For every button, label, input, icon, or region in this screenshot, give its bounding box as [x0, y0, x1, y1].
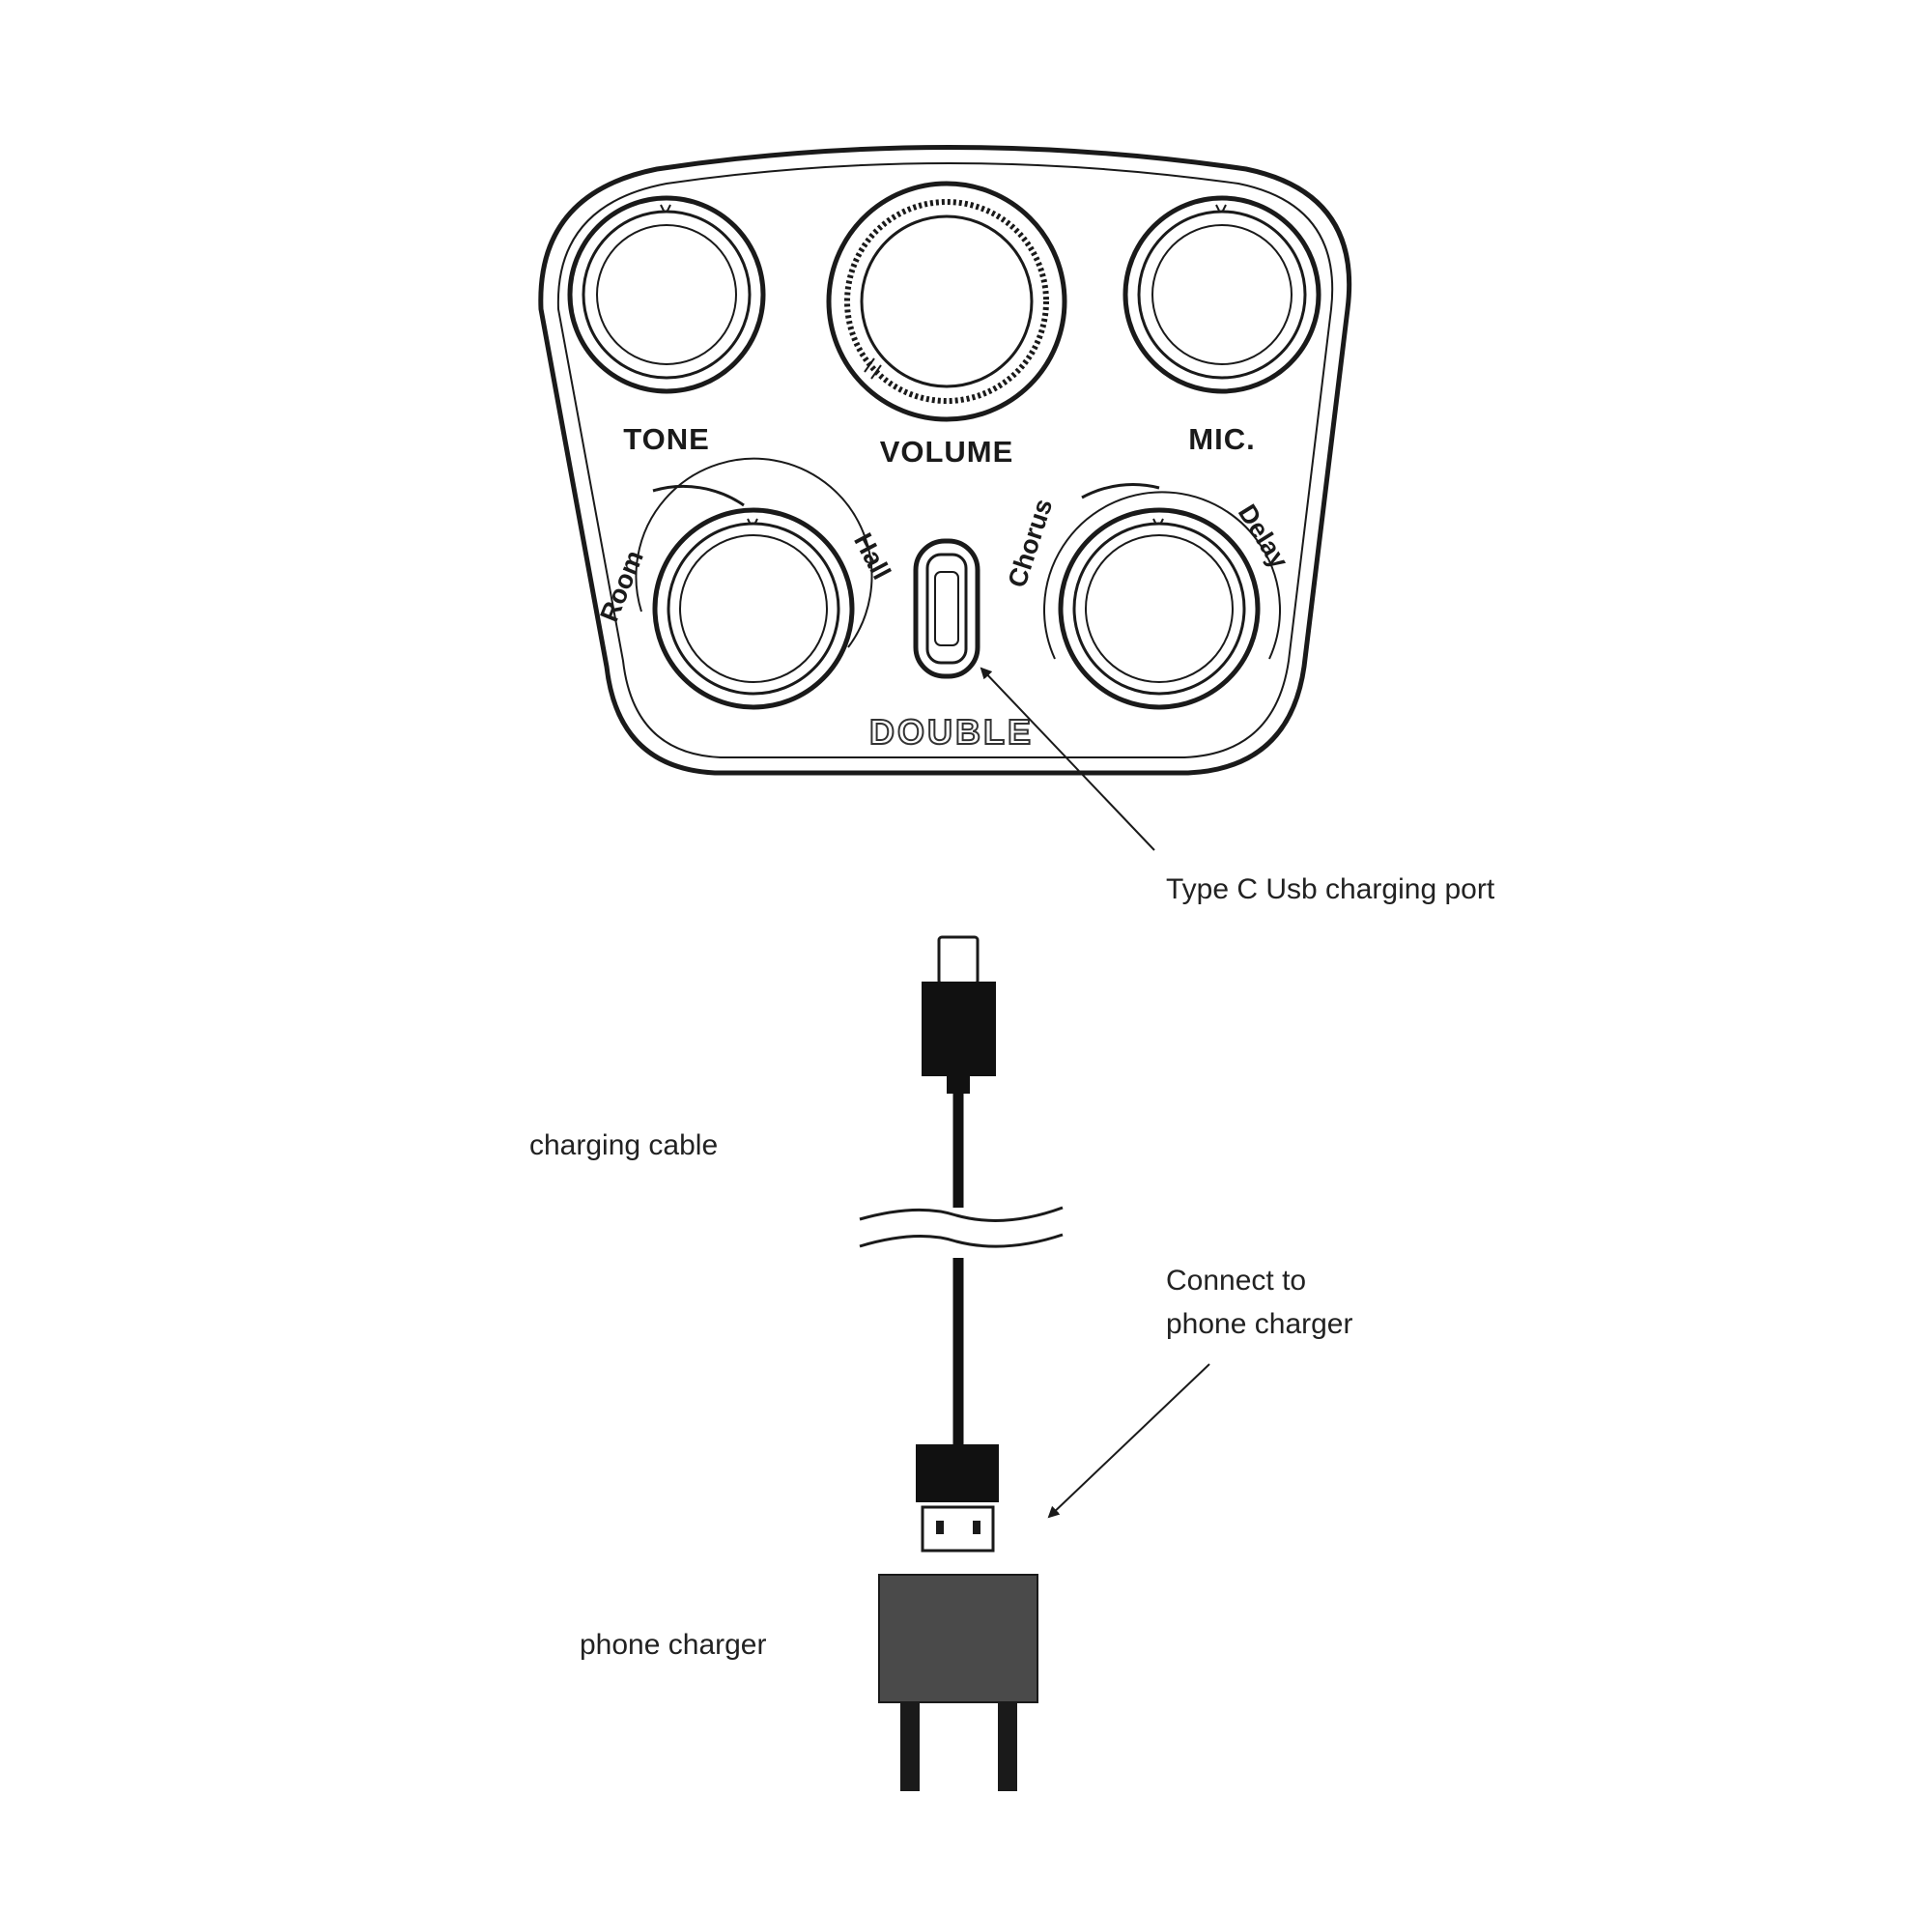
connect-leader-line — [1047, 1363, 1210, 1519]
usb-a-plug — [916, 1444, 999, 1502]
charger-prong-right — [998, 1702, 1017, 1791]
tone-label: TONE — [623, 422, 710, 456]
reverb-knob[interactable] — [635, 457, 873, 710]
usb-c-plug — [922, 982, 996, 1076]
effect-knob[interactable] — [1043, 483, 1281, 710]
charger-prong-left — [900, 1702, 920, 1791]
panel-inner-outline — [556, 162, 1334, 758]
tone-knob[interactable] — [567, 195, 766, 394]
port-callout: Type C Usb charging port — [1166, 873, 1495, 905]
delay-label: Delay — [1233, 499, 1294, 574]
usb-a-connector — [921, 1505, 995, 1553]
room-label: Room — [594, 547, 648, 626]
usb-c-port — [913, 538, 980, 679]
charger-body — [878, 1574, 1038, 1703]
connect-callout-line2: phone charger — [1166, 1308, 1352, 1340]
mic-label: MIC. — [1188, 422, 1255, 456]
usb-c-tip — [937, 935, 980, 985]
phone-charger — [878, 1574, 1038, 1791]
charger-callout: phone charger — [580, 1629, 766, 1661]
panel-outline — [538, 145, 1352, 776]
cable-callout: charging cable — [529, 1129, 718, 1161]
cable-break — [859, 1206, 1064, 1222]
brand-logo: DOUBLE — [869, 712, 1034, 752]
hall-label: Hall — [848, 528, 896, 584]
control-panel: TONE VOLUME MIC. Room Hall — [538, 145, 1352, 776]
port-leader-line — [980, 667, 1155, 851]
mic-knob[interactable] — [1122, 195, 1321, 394]
volume-label: VOLUME — [880, 435, 1014, 469]
connect-callout-line1: Connect to — [1166, 1265, 1306, 1297]
charging-cable — [859, 935, 1064, 1553]
volume-knob[interactable] — [826, 181, 1067, 422]
